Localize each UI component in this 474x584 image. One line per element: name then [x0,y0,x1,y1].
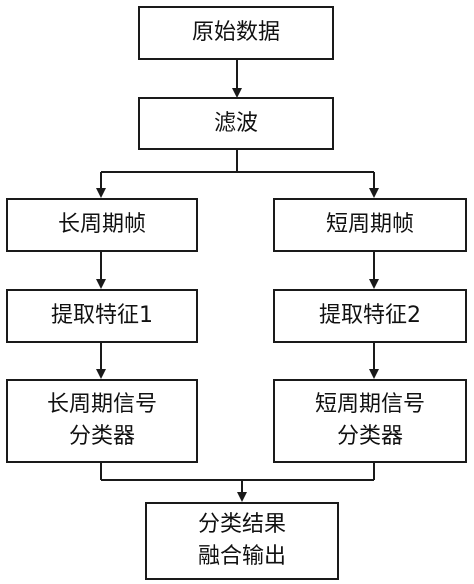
raw-data-label: 原始数据 [191,20,280,46]
short-frame-label: 短周期帧 [325,212,414,238]
fusion-output-label-line-1: 分类结果 [197,512,286,538]
short-classifier-label-line-1: 短周期信号 [314,392,425,418]
long-classifier-label-line-1: 长周期信号 [46,392,157,418]
long-frame-box: 长周期帧 [6,198,198,252]
raw-data-box: 原始数据 [138,6,334,60]
short-classifier-label-line-2: 分类器 [336,424,403,449]
filter-label: 滤波 [213,110,258,136]
extract-feature-1-box: 提取特征1 [6,289,198,343]
extract-feature-2-label: 提取特征2 [319,303,421,329]
long-classifier-box: 长周期信号 分类器 [6,379,198,463]
long-frame-label: 长周期帧 [57,212,146,238]
extract-feature-2-box: 提取特征2 [273,289,467,343]
fusion-output-label-line-2: 融合输出 [197,544,286,569]
filter-box: 滤波 [138,97,334,150]
short-frame-box: 短周期帧 [273,198,467,252]
fusion-output-box: 分类结果 融合输出 [145,502,339,580]
long-classifier-label-line-2: 分类器 [68,424,135,449]
extract-feature-1-label: 提取特征1 [51,303,153,329]
short-classifier-box: 短周期信号 分类器 [273,379,467,463]
